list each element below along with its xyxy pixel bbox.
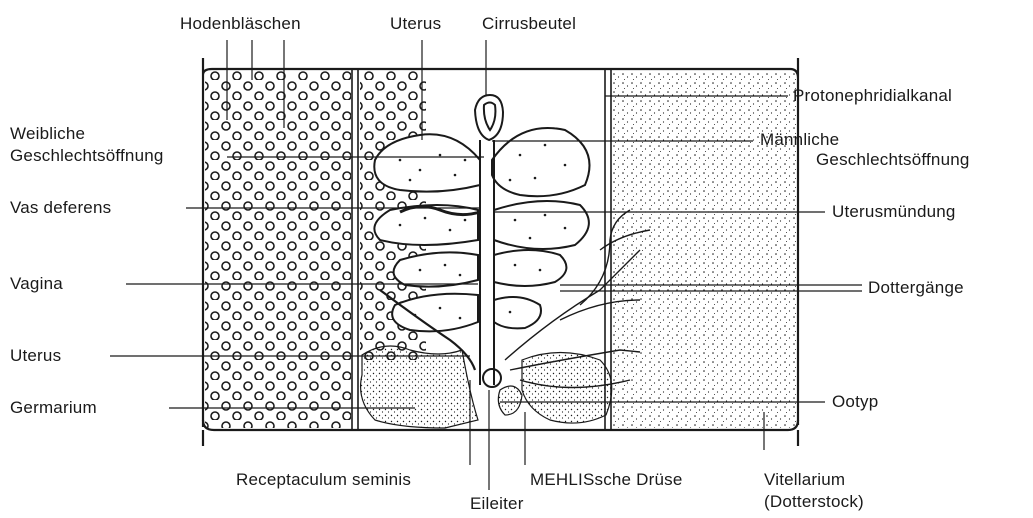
cirrus-sac bbox=[475, 95, 503, 140]
label-vitellarium-1: Vitellarium bbox=[764, 470, 845, 490]
label-vitellarium-2: (Dotterstock) bbox=[764, 492, 864, 512]
germarium-shape bbox=[361, 346, 478, 428]
vitellarium-field bbox=[613, 71, 796, 428]
label-weibliche-2: Geschlechtsöffnung bbox=[10, 146, 164, 166]
mehlis-gland bbox=[498, 386, 522, 415]
label-ootyp: Ootyp bbox=[832, 392, 878, 412]
label-germarium: Germarium bbox=[10, 398, 97, 418]
ootyp bbox=[483, 369, 501, 387]
label-uterusmuendung: Uterusmündung bbox=[832, 202, 956, 222]
label-cirrusbeutel: Cirrusbeutel bbox=[482, 14, 576, 34]
uterus-lobes bbox=[374, 128, 589, 331]
label-vas-deferens: Vas deferens bbox=[10, 198, 111, 218]
label-protonephridialkanal: Protonephridialkanal bbox=[793, 86, 952, 106]
label-eileiter: Eileiter bbox=[470, 494, 524, 514]
label-mehlis: MEHLISsche Drüse bbox=[530, 470, 682, 490]
label-vagina: Vagina bbox=[10, 274, 63, 294]
label-maennliche-2: Geschlechtsöffnung bbox=[816, 150, 970, 170]
label-weibliche-1: Weibliche bbox=[10, 124, 85, 144]
label-hodenblaeschen: Hodenbläschen bbox=[180, 14, 301, 34]
label-maennliche-1: Männliche bbox=[760, 130, 839, 150]
label-dottergaenge: Dottergänge bbox=[868, 278, 964, 298]
label-uterus-left: Uterus bbox=[10, 346, 61, 366]
label-uterus-top: Uterus bbox=[390, 14, 441, 34]
label-receptaculum: Receptaculum seminis bbox=[236, 470, 411, 490]
